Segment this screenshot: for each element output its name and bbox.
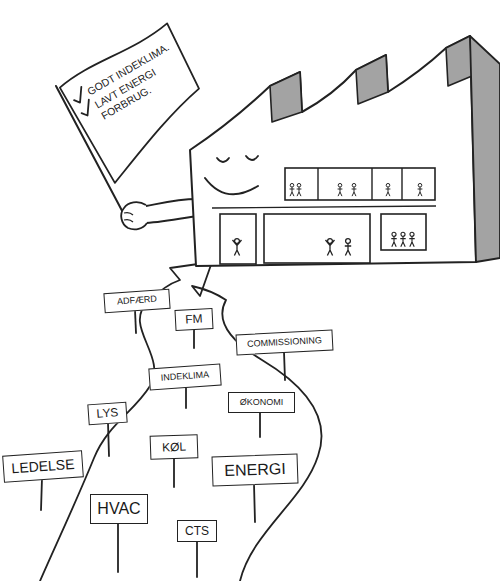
sign-post — [196, 541, 198, 577]
arm — [146, 199, 197, 223]
sign-label: KØL — [162, 440, 186, 453]
window-divider — [401, 168, 402, 200]
sign-label: CTS — [185, 525, 209, 538]
hand — [121, 202, 147, 229]
sign-post — [254, 484, 255, 522]
face-eye — [217, 158, 229, 162]
person-figure — [418, 183, 423, 196]
check-mark — [78, 100, 96, 118]
person-figure — [391, 232, 396, 246]
check-mark — [70, 87, 88, 105]
person-figure — [345, 239, 351, 256]
sign-post — [108, 423, 109, 456]
window-divider — [317, 168, 318, 200]
flag-cloth-frame — [60, 25, 223, 183]
window-divider — [371, 168, 372, 200]
sign-post — [41, 478, 42, 510]
window — [264, 214, 370, 263]
person-figure — [338, 183, 343, 196]
person-figure — [290, 183, 295, 196]
road-sign: LEDELSE — [2, 450, 84, 483]
checklist-flag: GODT INDEKLIMA.LAVT ENERGI FORBRUG. — [60, 25, 223, 183]
road-sign: INDEKLIMA — [148, 364, 221, 391]
window — [220, 214, 256, 264]
hand-fingers — [124, 213, 133, 222]
road-sign: CTS — [177, 520, 217, 542]
sign-post — [259, 412, 261, 437]
sign-post — [185, 387, 187, 408]
road-sign: COMMISSIONING — [236, 329, 334, 355]
person-figure — [400, 232, 405, 246]
person-figure — [386, 183, 391, 196]
road-sign: KØL — [150, 434, 199, 460]
road-sign: ØKONOMI — [228, 392, 295, 413]
road-sign: FM — [174, 308, 213, 331]
sign-post — [117, 523, 119, 572]
sign-post — [135, 310, 136, 333]
factory-side — [470, 36, 500, 262]
road-edge — [40, 302, 154, 581]
sign-label: FM — [185, 313, 203, 326]
sign-label: ØKONOMI — [240, 398, 284, 407]
sign-post — [193, 329, 195, 348]
road-sign: ENERGI — [212, 454, 299, 487]
roof-glazing — [446, 36, 472, 86]
person-figure — [409, 232, 414, 246]
face-eye — [246, 156, 258, 160]
sign-label: LEDELSE — [11, 457, 75, 476]
road-sign: ADFÆRD — [103, 289, 170, 314]
sign-label: ENERGI — [224, 461, 286, 480]
sign-label: INDEKLIMA — [160, 371, 209, 384]
sign-post — [173, 458, 175, 487]
face-smile — [205, 178, 258, 194]
window — [381, 214, 426, 250]
roof-glazing — [356, 55, 388, 104]
sign-post — [284, 352, 285, 380]
road-sign: HVAC — [90, 494, 148, 524]
road-sign: LYS — [87, 402, 127, 426]
factory-body — [190, 36, 476, 266]
person-figure — [326, 239, 335, 256]
floor-line — [212, 206, 436, 208]
roof-glazing — [270, 72, 302, 122]
sign-label: LYS — [96, 406, 119, 420]
sign-label: COMMISSIONING — [247, 336, 322, 349]
window-strip — [285, 168, 435, 200]
sign-label: HVAC — [97, 501, 140, 518]
flag-cloth — [59, 23, 224, 183]
person-figure — [297, 183, 302, 196]
person-figure — [352, 183, 357, 196]
person-figure — [233, 239, 242, 256]
sign-label: ADFÆRD — [117, 295, 158, 307]
